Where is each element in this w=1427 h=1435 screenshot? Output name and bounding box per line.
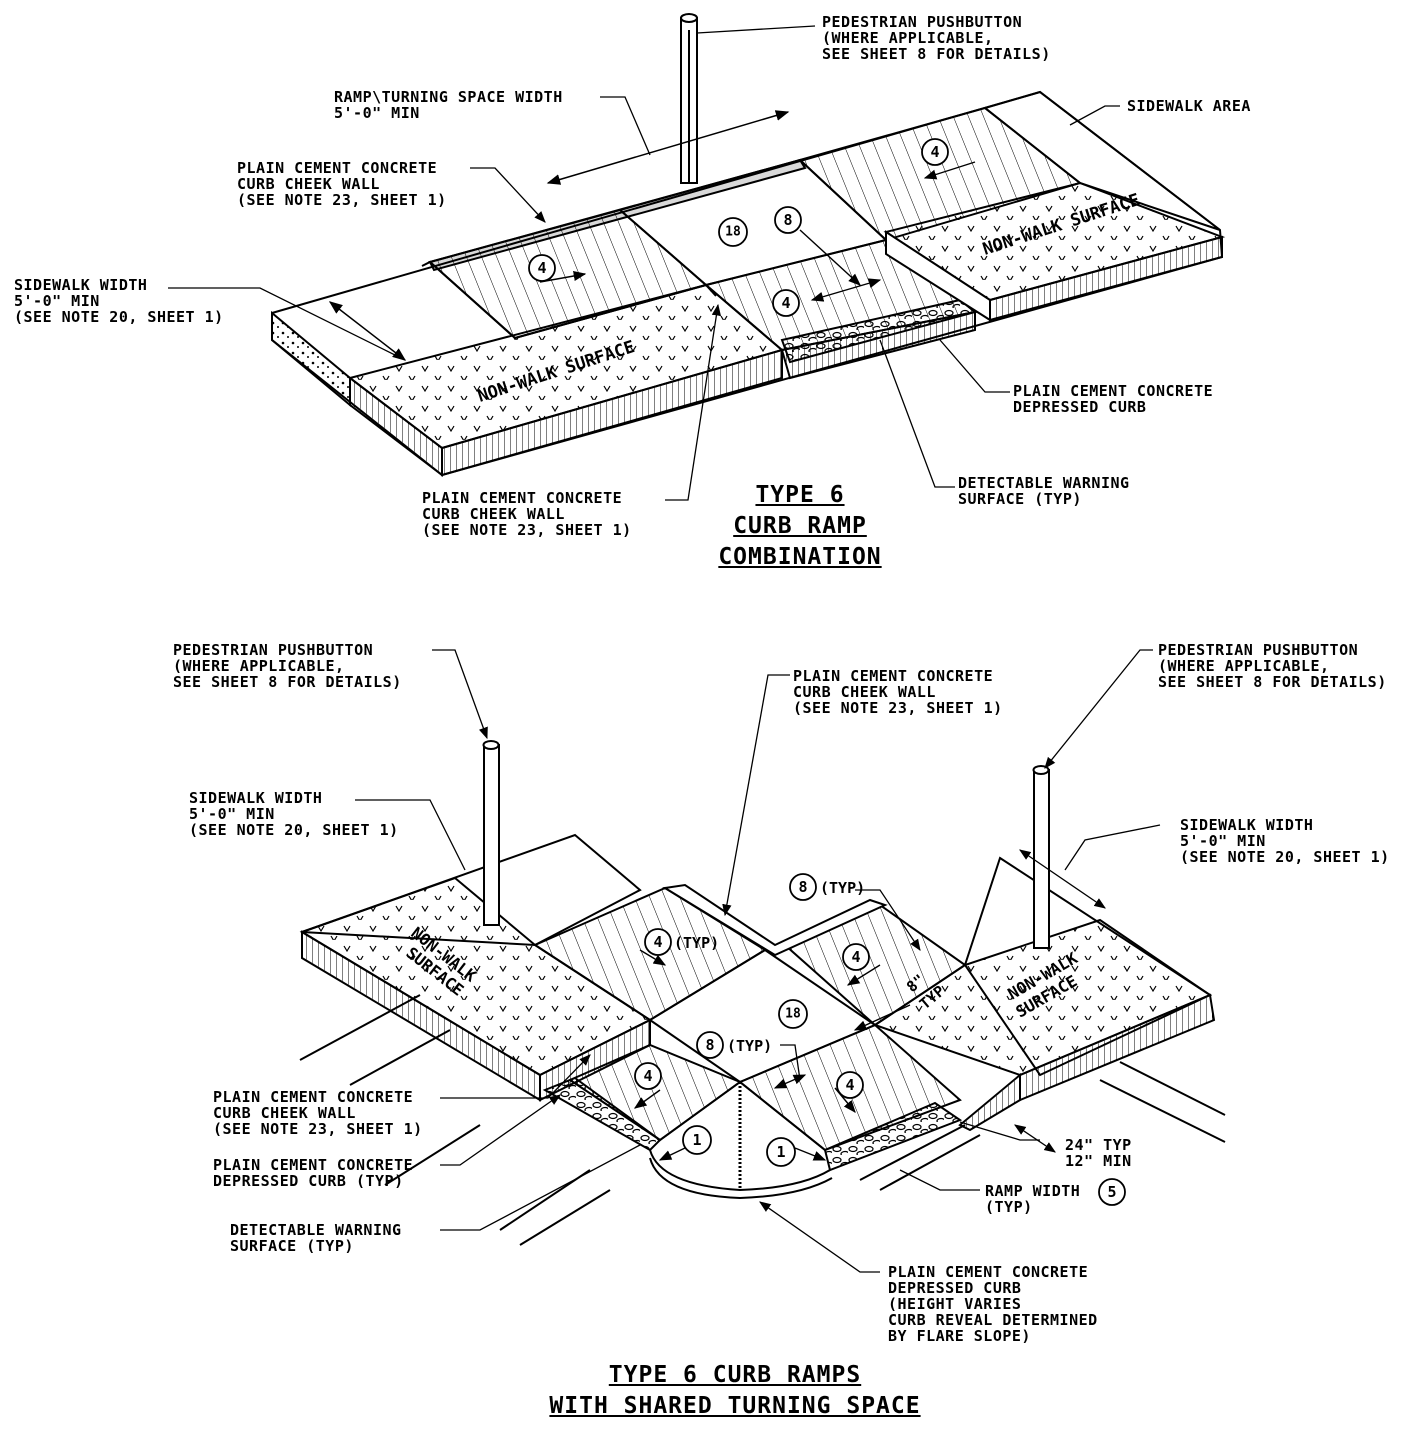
bottom-callout-8b xyxy=(696,1031,724,1059)
bottom-ramp-width-label: RAMP WIDTH (TYP) xyxy=(985,1182,1081,1216)
bottom-callout-text-1a: 1 xyxy=(692,1131,701,1149)
top-direction-arrows xyxy=(539,161,976,302)
bottom-cheek-top xyxy=(662,883,888,957)
bottom-callout-text-8a: 8 xyxy=(798,878,807,896)
top-callout-4b xyxy=(528,254,556,282)
top-callout-text-4c: 4 xyxy=(781,294,790,312)
bottom-detectable-warning-label: DETECTABLE WARNING SURFACE (TYP) xyxy=(230,1221,402,1255)
top-dim-ramp-width xyxy=(546,110,790,185)
bottom-typ-8a: (TYP) xyxy=(820,879,865,897)
bottom-callout-8a xyxy=(789,873,817,901)
bottom-cheek-wall-left-label: PLAIN CEMENT CONCRETE CURB CHEEK WALL (S… xyxy=(213,1088,423,1138)
top-cheek-wall-lower-label: PLAIN CEMENT CONCRETE CURB CHEEK WALL (S… xyxy=(422,489,632,539)
bottom-typ24-label: 24" TYP 12" MIN xyxy=(1065,1136,1132,1170)
top-title: TYPE 6 CURB RAMP COMBINATION xyxy=(718,482,882,570)
top-sidewalk-area xyxy=(982,90,1221,231)
top-dim-sidewalk-width xyxy=(328,301,407,361)
top-callout-text-18: 18 xyxy=(725,225,741,240)
bottom-pushbutton-left-label: PEDESTRIAN PUSHBUTTON (WHERE APPLICABLE,… xyxy=(173,641,402,691)
bottom-callout-text-4b: 4 xyxy=(851,948,860,966)
bottom-depressed-curb-arc xyxy=(649,1149,831,1192)
top-callout-text-4a: 4 xyxy=(930,143,939,161)
bottom-direction-arrows xyxy=(633,949,911,1161)
top-callout-8 xyxy=(774,206,802,234)
bottom-nonwalk-right xyxy=(872,918,1213,1077)
top-callouts xyxy=(528,138,949,317)
bottom-callout-4a xyxy=(644,928,672,956)
top-callout-text-4b: 4 xyxy=(537,259,546,277)
bottom-pushbutton-post-left xyxy=(482,740,500,926)
top-detectable-warning-label: DETECTABLE WARNING SURFACE (TYP) xyxy=(958,474,1130,508)
top-leaders xyxy=(168,25,1120,501)
top-sidewalk-width-label: SIDEWALK WIDTH 5'-0" MIN (SEE NOTE 20, S… xyxy=(14,276,224,326)
top-callout-4a xyxy=(921,138,949,166)
bottom-title: TYPE 6 CURB RAMPS WITH SHARED TURNING SP… xyxy=(549,1362,921,1419)
top-depressed-curb-label: PLAIN CEMENT CONCRETE DEPRESSED CURB xyxy=(1013,382,1214,416)
bottom-callout-text-1b: 1 xyxy=(776,1143,785,1161)
bottom-callout-4c xyxy=(634,1062,662,1090)
bottom-callout-4b xyxy=(842,943,870,971)
bottom-callout-text-18: 18 xyxy=(785,1007,801,1022)
bottom-depressed-curb-typ-label: PLAIN CEMENT CONCRETE DEPRESSED CURB (TY… xyxy=(213,1156,414,1190)
top-callout-4c xyxy=(772,289,800,317)
bottom-callout-5 xyxy=(1098,1178,1126,1206)
top-callout-text-8: 8 xyxy=(783,211,792,229)
top-pushbutton-label: PEDESTRIAN PUSHBUTTON (WHERE APPLICABLE,… xyxy=(822,13,1051,63)
bottom-pushbutton-right-label: PEDESTRIAN PUSHBUTTON (WHERE APPLICABLE,… xyxy=(1158,641,1387,691)
bottom-callout-text-4c: 4 xyxy=(643,1067,652,1085)
bottom-callouts xyxy=(634,873,1126,1206)
bottom-callout-1a xyxy=(682,1125,712,1155)
bottom-callout-text-5: 5 xyxy=(1107,1183,1116,1201)
top-cheek-wall-upper-label: PLAIN CEMENT CONCRETE CURB CHEEK WALL (S… xyxy=(237,159,447,209)
bottom-callout-text-4d: 4 xyxy=(845,1076,854,1094)
bottom-callout-4d xyxy=(836,1071,864,1099)
top-plan xyxy=(168,13,1226,501)
bottom-sidewalk-width-right-label: SIDEWALK WIDTH 5'-0" MIN (SEE NOTE 20, S… xyxy=(1180,816,1390,866)
bottom-depressed-curb-height-label: PLAIN CEMENT CONCRETE DEPRESSED CURB (HE… xyxy=(888,1263,1098,1345)
bottom-leaders xyxy=(355,649,1161,1273)
top-callout-18 xyxy=(718,217,748,247)
top-sidewalk-area-label: SIDEWALK AREA xyxy=(1127,97,1251,115)
bottom-typ-4a: (TYP) xyxy=(674,934,719,952)
bottom-callout-1b xyxy=(766,1137,796,1167)
top-pushbutton-post xyxy=(680,13,698,184)
bottom-dws-right xyxy=(823,1101,963,1172)
bottom-sidewalk-width-left-label: SIDEWALK WIDTH 5'-0" MIN (SEE NOTE 20, S… xyxy=(189,789,399,839)
top-ramp-turning-width-label: RAMP\TURNING SPACE WIDTH 5'-0" MIN xyxy=(334,88,563,122)
bottom-callout-text-8b: 8 xyxy=(705,1036,714,1054)
bottom-flare-right xyxy=(958,1072,1021,1132)
bottom-callout-text-4a: 4 xyxy=(653,933,662,951)
bottom-typ-8b: (TYP) xyxy=(727,1037,772,1055)
bottom-pushbutton-post-right xyxy=(1032,765,1050,949)
bottom-callout-18 xyxy=(778,999,808,1029)
bottom-cheek-wall-top-label: PLAIN CEMENT CONCRETE CURB CHEEK WALL (S… xyxy=(793,667,1003,717)
